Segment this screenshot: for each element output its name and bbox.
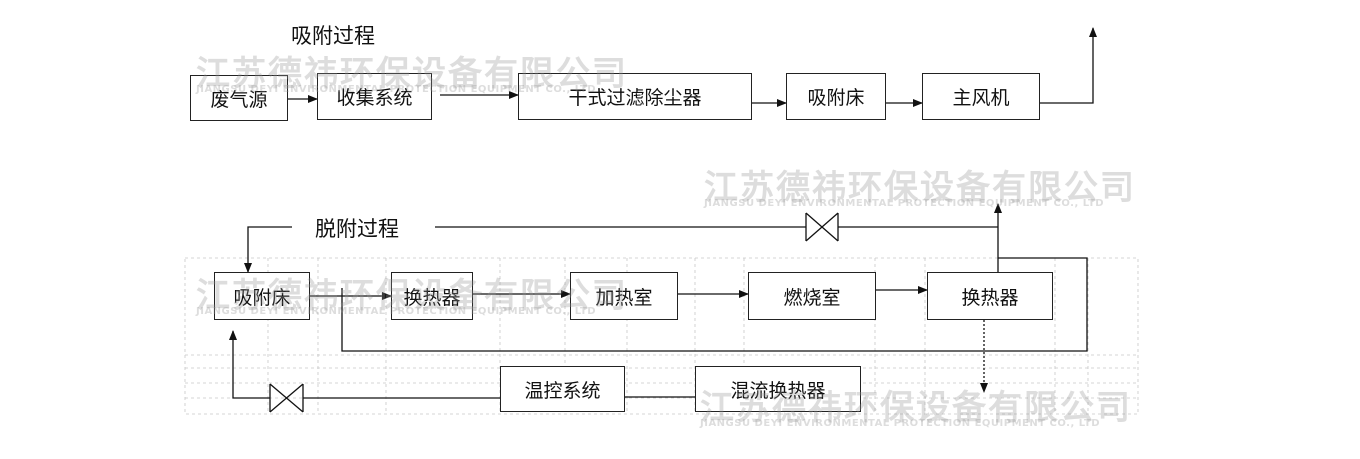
valve-bottom <box>269 383 304 413</box>
desorption-title: 脱附过程 <box>315 217 399 241</box>
node-heat-exchanger-2: 换热器 <box>927 272 1053 320</box>
watermark-cn-4: 江苏德祎环保设备有限公司 <box>700 388 1132 428</box>
arrow-fan-exhaust <box>1040 27 1097 104</box>
adsorption-title: 吸附过程 <box>291 24 375 48</box>
node-collection-system: 收集系统 <box>317 73 432 120</box>
arrow-into-bed <box>244 226 292 273</box>
node-combustion-chamber: 燃烧室 <box>748 272 876 320</box>
watermark-cn-3: 江苏德祎环保设备有限公司 <box>196 276 628 316</box>
node-desorb-bed: 吸附床 <box>214 272 310 320</box>
valve-top <box>805 212 839 242</box>
node-heat-exchanger-1: 换热器 <box>391 272 473 320</box>
node-main-fan: 主风机 <box>922 73 1040 120</box>
arrow-return-to-bed <box>229 330 270 399</box>
node-heating-chamber: 加热室 <box>570 272 678 320</box>
watermark-en-2: JIANGSU DEYI ENVIRONMENTAL PROTECTION EQ… <box>704 198 1105 209</box>
node-temperature-control: 温控系统 <box>500 366 625 412</box>
watermark-en-4: JIANGSU DEYI ENVIRONMENTAL PROTECTION EQ… <box>700 418 1101 429</box>
watermark-cn-1: 江苏德祎环保设备有限公司 <box>196 54 628 94</box>
watermark-cn-2: 江苏德祎环保设备有限公司 <box>704 168 1136 208</box>
line-enclosure <box>341 257 1088 352</box>
node-dry-filter: 干式过滤除尘器 <box>518 73 752 120</box>
node-adsorption-bed: 吸附床 <box>786 73 886 120</box>
node-waste-gas-source: 废气源 <box>190 75 288 121</box>
watermark-en-1: JIANGSU DEYI ENVIRONMENTAL PROTECTION EQ… <box>196 84 597 95</box>
node-mixing-heat-exchanger: 混流换热器 <box>695 366 861 412</box>
watermark-en-3: JIANGSU DEYI ENVIRONMENTAL PROTECTION EQ… <box>196 306 597 317</box>
